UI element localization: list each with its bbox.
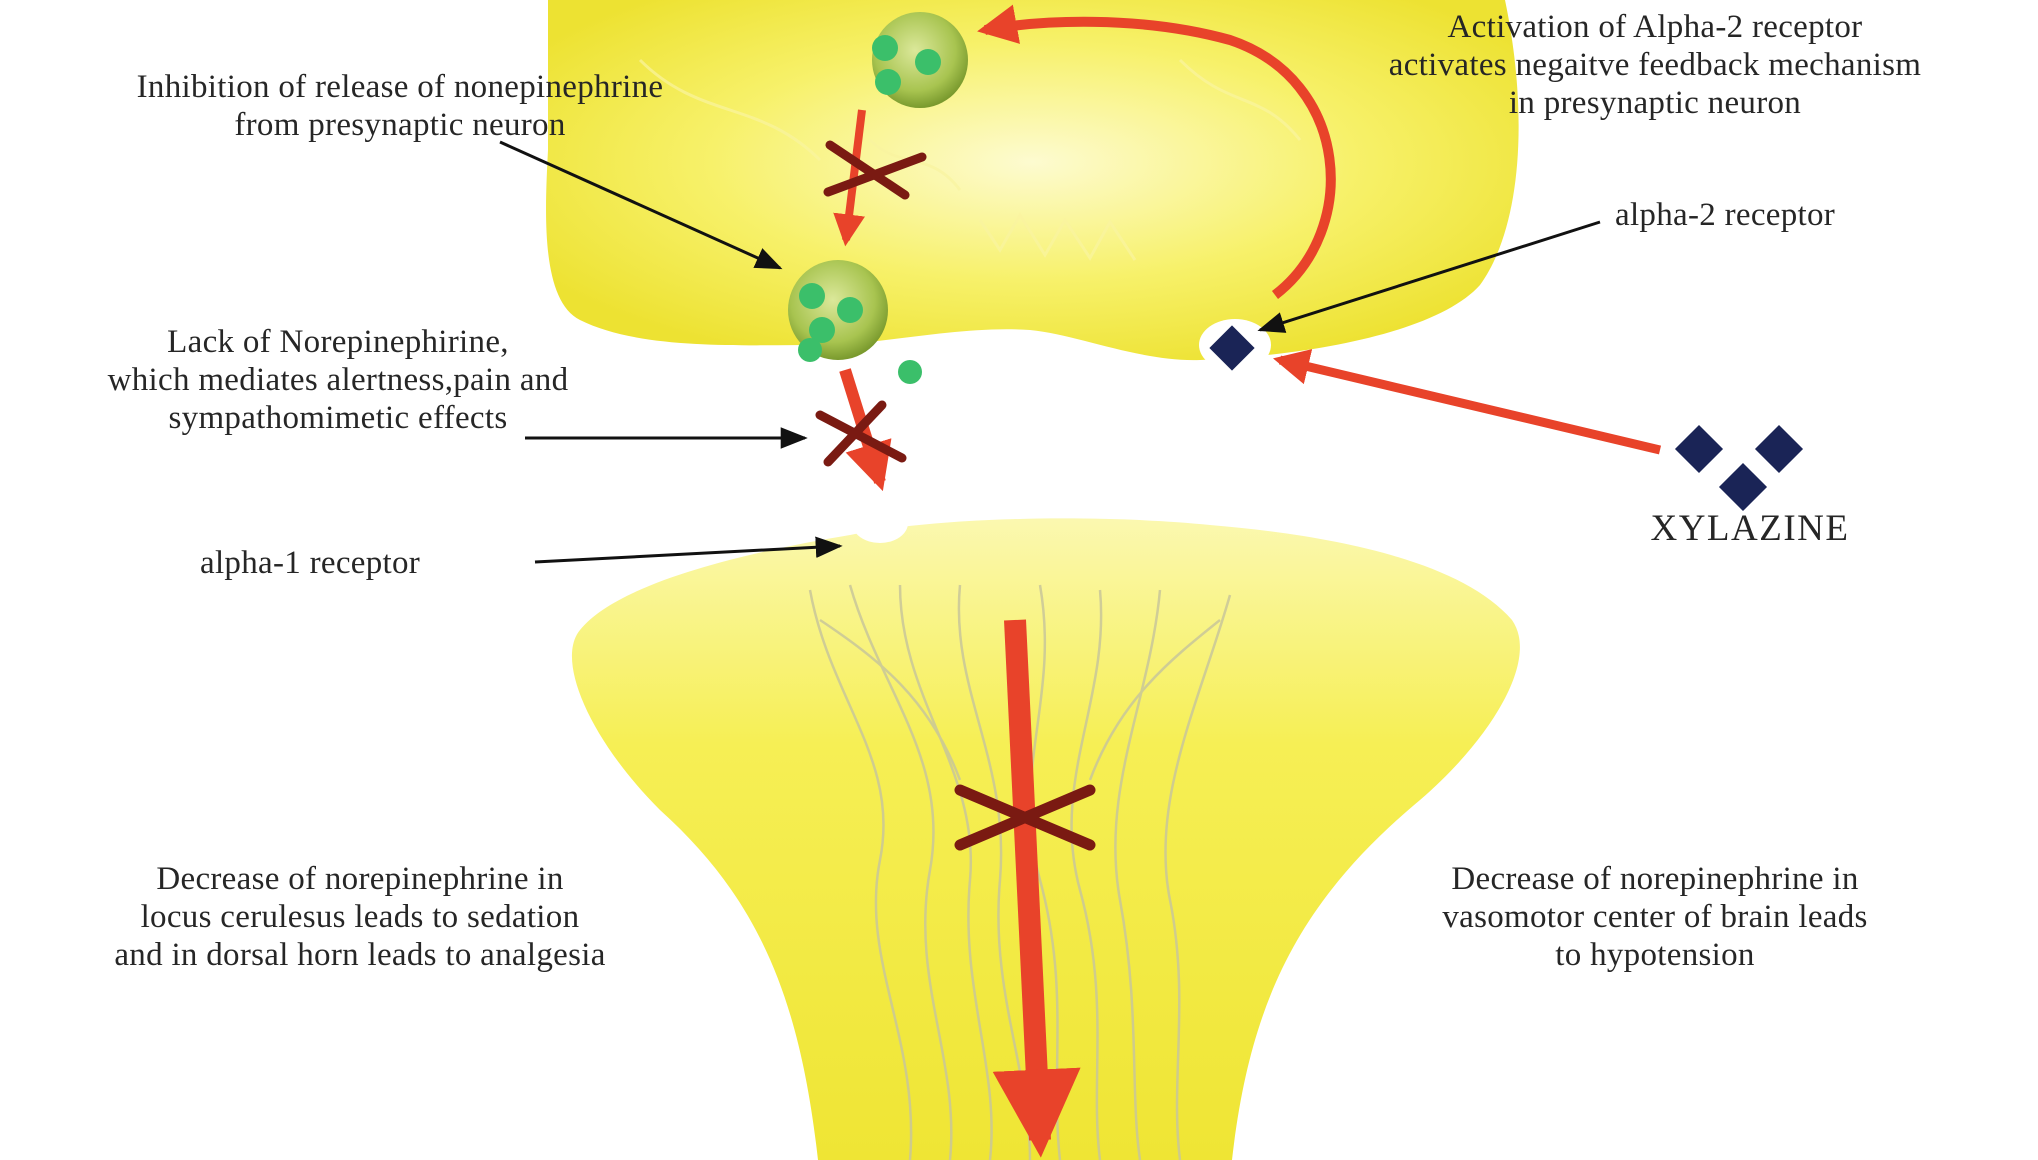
label-alpha-2-receptor: alpha-2 receptor (1615, 196, 1935, 234)
label-decrease-right-line2: vasomotor center of brain leads (1340, 898, 1970, 936)
label-inhibition-line1: Inhibition of release of nonepinephrine (30, 68, 770, 106)
alpha-1-receptor-site (852, 503, 908, 543)
label-activation-line3: in presynaptic neuron (1280, 84, 2030, 122)
label-xylazine-text: XYLAZINE (1600, 510, 1900, 548)
label-decrease-left: Decrease of norepinephrine in locus ceru… (10, 860, 710, 974)
label-alpha-1-receptor: alpha-1 receptor (200, 544, 530, 582)
label-lack-norepinephrine: Lack of Norepinephirine, which mediates … (8, 323, 668, 437)
vesicle-top (872, 12, 968, 108)
label-alpha-1-receptor-text: alpha-1 receptor (200, 544, 530, 582)
label-activation-line1: Activation of Alpha-2 receptor (1280, 8, 2030, 46)
norepinephrine-granule (898, 360, 922, 384)
label-xylazine: XYLAZINE (1600, 510, 1900, 548)
norepinephrine-granule (798, 338, 822, 362)
label-alpha-2-receptor-text: alpha-2 receptor (1615, 196, 1935, 234)
label-decrease-left-line3: and in dorsal horn leads to analgesia (10, 936, 710, 974)
label-decrease-right: Decrease of norepinephrine in vasomotor … (1340, 860, 1970, 974)
label-lack-line3: sympathomimetic effects (8, 399, 668, 437)
label-decrease-right-line3: to hypotension (1340, 936, 1970, 974)
label-lack-line1: Lack of Norepinephirine, (8, 323, 668, 361)
xylazine-binding-arrow (1280, 360, 1660, 450)
xylazine-molecules (1675, 425, 1803, 511)
label-activation-line2: activates negaitve feedback mechanism (1280, 46, 2030, 84)
label-inhibition-line2: from presynaptic neuron (30, 106, 770, 144)
label-activation: Activation of Alpha-2 receptor activates… (1280, 8, 2030, 122)
label-lack-line2: which mediates alertness,pain and (8, 361, 668, 399)
label-decrease-left-line1: Decrease of norepinephrine in (10, 860, 710, 898)
label-decrease-left-line2: locus cerulesus leads to sedation (10, 898, 710, 936)
label-decrease-right-line1: Decrease of norepinephrine in (1340, 860, 1970, 898)
label-inhibition: Inhibition of release of nonepinephrine … (30, 68, 770, 144)
